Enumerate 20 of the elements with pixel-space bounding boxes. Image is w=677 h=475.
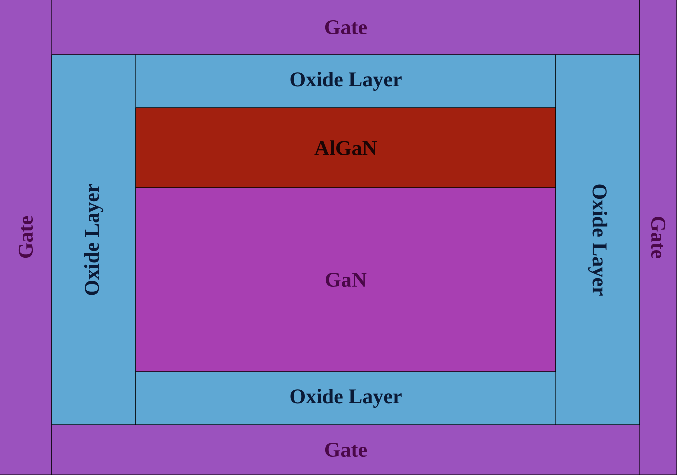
node-label: Oxide Layer — [290, 72, 402, 92]
node-label: AlGaN — [314, 140, 378, 156]
gate-region — [52, 424, 640, 475]
oxide-layer — [136, 372, 556, 426]
node-label: Oxide Layer — [588, 184, 608, 296]
node-label: Gate — [325, 20, 368, 35]
node-label: Oxide Layer — [290, 388, 402, 408]
gate-region — [52, 0, 640, 56]
oxide-layer — [136, 54, 556, 108]
node-label: Gate — [18, 216, 34, 258]
oxide-layer — [52, 54, 136, 426]
algan-layer — [136, 108, 556, 188]
node-label: Gate — [651, 216, 666, 259]
gan-layer — [136, 188, 556, 372]
gate-region — [0, 0, 52, 475]
node-label: Gate — [325, 442, 368, 458]
node-label: GaN — [326, 272, 367, 288]
node-label: Oxide Layer — [84, 184, 104, 296]
oxide-layer — [556, 54, 640, 426]
gate-region — [640, 0, 677, 475]
